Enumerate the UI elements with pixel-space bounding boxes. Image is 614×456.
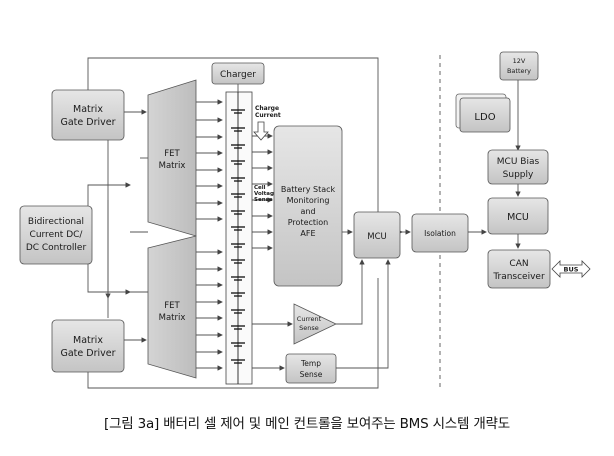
svg-text:Battery: Battery xyxy=(507,67,531,75)
svg-text:Gate Driver: Gate Driver xyxy=(60,348,115,359)
svg-text:Battery Stack: Battery Stack xyxy=(281,185,336,194)
svg-text:Sense: Sense xyxy=(300,370,323,379)
battery-12v-block: 12V Battery xyxy=(499,51,539,81)
svg-text:AFE: AFE xyxy=(300,229,315,238)
svg-text:12V: 12V xyxy=(513,57,526,65)
svg-text:BUS: BUS xyxy=(564,266,579,274)
mcu-bias-supply-block: MCU Bias Supply xyxy=(487,149,549,185)
svg-text:Current DC/: Current DC/ xyxy=(30,230,84,240)
battery-cell-stack xyxy=(225,91,253,385)
cell-voltage-sense-label: Cell Voltage Sense xyxy=(254,185,278,203)
svg-text:Bidirectional: Bidirectional xyxy=(28,217,84,227)
current-sense-amplifier: Current Sense xyxy=(293,303,337,345)
svg-text:Transceiver: Transceiver xyxy=(492,272,545,282)
svg-text:Matrix: Matrix xyxy=(159,161,186,171)
svg-text:DC Controller: DC Controller xyxy=(26,243,87,253)
temp-sense-block: Temp Sense xyxy=(285,353,337,384)
charge-current-arrow xyxy=(253,121,269,141)
svg-text:Voltage: Voltage xyxy=(254,191,278,197)
svg-text:Isolation: Isolation xyxy=(424,229,456,238)
svg-text:Charger: Charger xyxy=(220,70,256,80)
svg-text:Current: Current xyxy=(297,315,322,323)
svg-text:Cell: Cell xyxy=(254,185,266,191)
svg-text:and: and xyxy=(300,207,315,216)
can-transceiver-block: CAN Transceiver xyxy=(487,249,551,289)
svg-text:Temp: Temp xyxy=(300,359,321,368)
svg-text:Matrix: Matrix xyxy=(73,335,103,346)
charger-block: Charger xyxy=(211,62,265,85)
bms-block-diagram: Charger Matrix Gate Driver Bidirectional… xyxy=(19,51,591,390)
svg-text:Sense: Sense xyxy=(254,197,273,203)
mcu-right-block: MCU xyxy=(487,197,549,235)
svg-text:FET: FET xyxy=(164,149,180,159)
bus-arrow: BUS xyxy=(551,260,591,278)
figure-caption: [그림 3a] 배터리 셀 제어 및 메인 컨트롤을 보여주는 BMS 시스템 … xyxy=(104,416,510,432)
svg-text:Current: Current xyxy=(255,112,281,119)
svg-text:Monitoring: Monitoring xyxy=(287,196,330,205)
isolation-block: Isolation xyxy=(411,213,469,253)
svg-text:MCU Bias: MCU Bias xyxy=(497,157,540,167)
mcu-left-block: MCU xyxy=(353,211,401,259)
matrix-gate-driver-bottom: Matrix Gate Driver xyxy=(51,319,125,373)
svg-text:FET: FET xyxy=(164,301,180,311)
svg-text:LDO: LDO xyxy=(474,112,495,123)
svg-text:Gate Driver: Gate Driver xyxy=(60,117,115,128)
svg-text:Matrix: Matrix xyxy=(159,313,186,323)
svg-text:Charge: Charge xyxy=(255,105,279,112)
svg-text:Supply: Supply xyxy=(503,170,534,180)
svg-text:Protection: Protection xyxy=(288,218,328,227)
svg-text:MCU: MCU xyxy=(367,232,387,242)
fet-matrix-bottom: FET Matrix xyxy=(147,235,197,379)
matrix-gate-driver-top: Matrix Gate Driver xyxy=(51,89,125,141)
dcdc-controller-block: Bidirectional Current DC/ DC Controller xyxy=(19,205,93,265)
charge-current-label: Charge Current xyxy=(255,105,281,119)
svg-text:CAN: CAN xyxy=(509,259,528,269)
afe-block: Battery Stack Monitoring and Protection … xyxy=(273,125,343,287)
ldo-block: LDO xyxy=(455,93,511,133)
fet-matrix-top: FET Matrix xyxy=(147,79,197,237)
svg-text:Matrix: Matrix xyxy=(73,104,103,115)
svg-text:MCU: MCU xyxy=(507,212,529,223)
svg-text:Sense: Sense xyxy=(299,324,319,332)
